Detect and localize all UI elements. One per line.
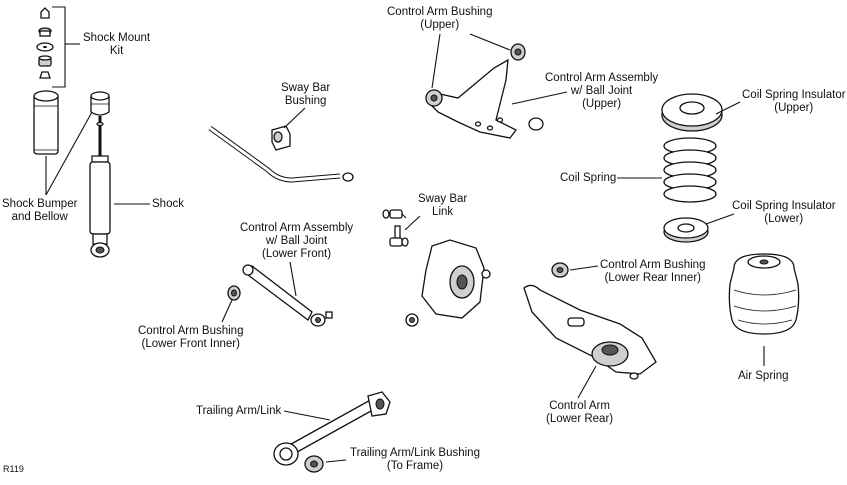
leader-ca-assembly-upper (511, 91, 568, 105)
leader-ca-bushing-lower-rear-inner (569, 265, 599, 271)
shock-mount-kit-part (36, 7, 54, 79)
sway-bar-link-part (382, 209, 409, 247)
air-spring-part (728, 253, 800, 335)
shock-part (89, 116, 111, 258)
label-coil-insulator-lower-line1: Coil Spring Insulator (732, 200, 836, 212)
label-coil-insulator-upper-line2: (Upper) (774, 102, 814, 114)
leader-trailing-arm (283, 410, 331, 421)
label-air-spring-line1: Air Spring (738, 370, 789, 382)
label-sway-bar-link-line1: Sway Bar (418, 193, 468, 205)
trailing-arm-bushing-part (304, 455, 324, 473)
label-trailing-arm: Trailing Arm/Link (196, 405, 281, 418)
label-ca-bushing-lower-rear-inner-line1: Control Arm Bushing (600, 259, 706, 271)
lower-rear-control-arm-part (523, 284, 657, 380)
label-sway-bar-link: Sway Bar Link (418, 193, 467, 219)
label-shock-bumper-line2: and Bellow (11, 211, 68, 223)
leader-ca-assembly-lower-front (289, 261, 297, 297)
label-ca-lower-rear-line1: Control Arm (549, 400, 610, 412)
label-shock-mount-kit-line2: Kit (109, 45, 124, 57)
label-ca-assembly-lower-front-line3: (Lower Front) (262, 248, 332, 260)
label-coil-insulator-lower-line2: (Lower) (764, 213, 804, 225)
label-trailing-arm-bushing: Trailing Arm/Link Bushing (To Frame) (350, 447, 480, 473)
leader-coil-insulator-upper (715, 101, 741, 115)
leader-shock-bumper (45, 111, 93, 196)
label-ca-assembly-lower-front-line2: w/ Ball Joint (265, 235, 328, 247)
label-air-spring: Air Spring (738, 370, 789, 383)
label-trailing-arm-bushing-line2: (To Frame) (386, 460, 444, 472)
sway-bar-part (208, 125, 354, 183)
lower-front-control-arm-bushing-part (227, 285, 241, 301)
leader-ca-bushing-upper-a (431, 33, 441, 89)
label-ca-bushing-upper: Control Arm Bushing (Upper) (387, 6, 492, 32)
label-ca-bushing-lower-rear-inner-line2: (Lower Rear Inner) (604, 272, 701, 284)
label-ca-assembly-upper-line2: w/ Ball Joint (570, 85, 633, 97)
leader-trailing-arm-bushing (325, 459, 347, 463)
lower-front-control-arm-part (242, 264, 333, 327)
label-shock-mount-kit-line1: Shock Mount (83, 32, 151, 44)
coil-insulator-lower-part (663, 217, 709, 243)
coil-spring-part (663, 137, 717, 203)
label-trailing-arm-line1: Trailing Arm/Link (196, 405, 282, 417)
label-ca-assembly-upper-line3: (Upper) (582, 98, 622, 110)
label-shock-mount-kit: Shock Mount Kit (83, 32, 150, 58)
leader-coil-insulator-lower (705, 213, 735, 225)
shock-bellow-part (33, 90, 59, 155)
label-ca-assembly-lower-front-line1: Control Arm Assembly (240, 222, 354, 234)
label-shock-bumper-line1: Shock Bumper (2, 198, 78, 210)
label-sway-bar-bushing: Sway Bar Bushing (281, 82, 330, 108)
label-ca-bushing-upper-line2: (Upper) (420, 19, 460, 31)
label-shock-bumper: Shock Bumper and Bellow (2, 198, 77, 224)
label-coil-spring: Coil Spring (560, 172, 616, 185)
label-coil-spring-line1: Coil Spring (560, 172, 617, 184)
label-ca-bushing-lower-front-inner-line1: Control Arm Bushing (138, 325, 244, 337)
label-ca-bushing-lower-rear-inner: Control Arm Bushing (Lower Rear Inner) (600, 259, 705, 285)
label-coil-insulator-lower: Coil Spring Insulator (Lower) (732, 200, 836, 226)
label-sway-bar-link-line2: Link (432, 206, 454, 218)
label-trailing-arm-bushing-line1: Trailing Arm/Link Bushing (350, 447, 480, 459)
leader-ca-bushing-lower-front-inner (221, 299, 233, 323)
upper-control-arm-bushing-part (510, 43, 526, 61)
bracket-shock-mount-kit (52, 6, 66, 88)
trailing-arm-part (273, 391, 391, 466)
label-ca-assembly-lower-front: Control Arm Assembly w/ Ball Joint (Lowe… (240, 222, 353, 261)
coil-insulator-upper-part (661, 93, 723, 132)
label-ca-bushing-lower-front-inner: Control Arm Bushing (Lower Front Inner) (138, 325, 243, 351)
label-ca-assembly-upper-line1: Control Arm Assembly (545, 72, 659, 84)
shock-bumper-part (90, 91, 110, 116)
label-coil-insulator-upper: Coil Spring Insulator (Upper) (742, 89, 846, 115)
knuckle-part (405, 239, 491, 327)
diagram-code: R119 (3, 464, 24, 474)
label-ca-bushing-lower-front-inner-line2: (Lower Front Inner) (141, 338, 240, 350)
label-ca-lower-rear-line2: (Lower Rear) (546, 413, 614, 425)
label-shock: Shock (152, 198, 184, 211)
label-ca-lower-rear: Control Arm (Lower Rear) (546, 400, 613, 426)
leader-ca-lower-rear (577, 365, 597, 399)
label-coil-insulator-upper-line1: Coil Spring Insulator (742, 89, 846, 101)
label-ca-assembly-upper: Control Arm Assembly w/ Ball Joint (Uppe… (545, 72, 658, 111)
lower-rear-control-arm-bushing-part (551, 262, 569, 278)
upper-control-arm-part (425, 58, 544, 139)
leader-ca-bushing-upper-b (469, 33, 511, 51)
label-shock-line1: Shock (152, 198, 184, 210)
label-sway-bar-bushing-line1: Sway Bar (281, 82, 331, 94)
label-sway-bar-bushing-line2: Bushing (284, 95, 327, 107)
label-ca-bushing-upper-line1: Control Arm Bushing (387, 6, 493, 18)
leader-sway-bar-link (404, 215, 421, 231)
leader-sway-bar-bushing (283, 107, 306, 129)
